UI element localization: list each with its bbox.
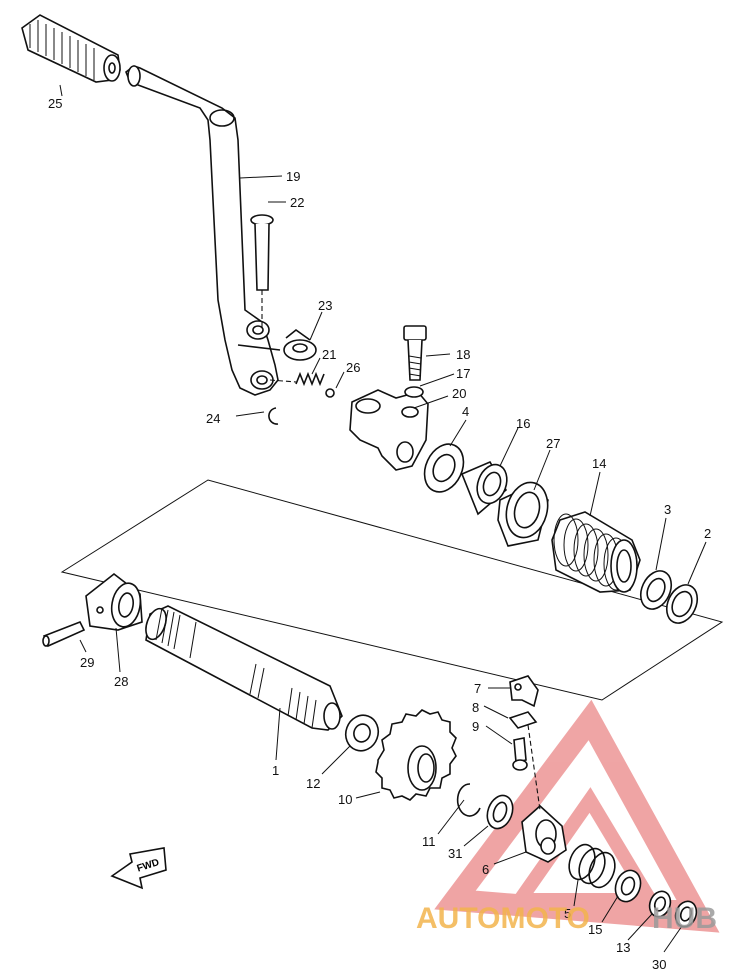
ratchet-guide <box>509 675 539 708</box>
pin-29 <box>42 620 86 648</box>
callout-31: 31 <box>448 846 462 861</box>
callout-19: 19 <box>286 169 300 184</box>
kick-gear <box>375 709 457 801</box>
ratchet-spring <box>568 843 616 889</box>
callout-21: 21 <box>322 347 336 362</box>
callout-22: 22 <box>290 195 304 210</box>
callout-labels: 25 19 22 23 21 26 18 17 20 24 4 16 27 14… <box>48 96 711 972</box>
kick-grip <box>21 14 121 83</box>
callout-17: 17 <box>456 366 470 381</box>
callout-18: 18 <box>456 347 470 362</box>
leader-lines <box>59 84 707 953</box>
callout-27: 27 <box>546 436 560 451</box>
kick-shaft <box>145 605 343 731</box>
detent-spring <box>269 371 325 387</box>
washer-15 <box>614 869 642 903</box>
callout-10: 10 <box>338 792 352 807</box>
callout-11: 11 <box>422 834 436 849</box>
callout-29: 29 <box>80 655 94 670</box>
svg-text:HUB: HUB <box>652 902 717 935</box>
callout-4: 4 <box>462 404 469 419</box>
fwd-arrow-icon: FWD <box>110 847 167 890</box>
callout-30: 30 <box>652 957 666 972</box>
callout-9: 9 <box>472 719 479 734</box>
washer-30 <box>674 900 698 928</box>
bolt-washer <box>404 386 424 398</box>
callout-25: 25 <box>48 96 62 111</box>
kick-boss <box>349 389 429 471</box>
lever-pin <box>250 214 274 330</box>
callout-26: 26 <box>346 360 360 375</box>
callout-24: 24 <box>206 411 220 426</box>
callout-14: 14 <box>592 456 606 471</box>
spring-cover-27 <box>497 481 549 547</box>
callout-28: 28 <box>114 674 128 689</box>
callout-1: 1 <box>272 763 279 778</box>
washer-23 <box>283 328 317 361</box>
callout-8: 8 <box>472 700 479 715</box>
callout-23: 23 <box>318 298 332 313</box>
bush-28 <box>85 572 143 631</box>
svg-text:AUTOMOTO: AUTOMOTO <box>416 902 590 935</box>
washer-3 <box>639 570 673 610</box>
clip-31 <box>486 794 514 830</box>
callout-16: 16 <box>516 416 530 431</box>
callout-5: 5 <box>564 906 571 921</box>
washer-2 <box>665 584 699 624</box>
circlip-13 <box>648 890 672 918</box>
callout-7: 7 <box>474 681 481 696</box>
callout-6: 6 <box>482 862 489 877</box>
detent-ball <box>325 388 335 398</box>
washer-12 <box>344 714 380 752</box>
callout-15: 15 <box>588 922 602 937</box>
guide-plate <box>508 711 538 729</box>
clamp-bolt <box>403 325 427 381</box>
callout-20: 20 <box>452 386 466 401</box>
watermark-text: AUTOMOTO HUB <box>416 902 717 935</box>
callout-13: 13 <box>616 940 630 955</box>
circlip-11 <box>456 783 481 817</box>
torsion-spring <box>551 511 641 593</box>
callout-12: 12 <box>306 776 320 791</box>
guide-bolt <box>512 724 541 811</box>
collar-16 <box>460 460 508 516</box>
circlip-24 <box>268 407 279 425</box>
assembly-outline <box>60 479 724 701</box>
washer-4 <box>423 443 465 493</box>
callout-2: 2 <box>704 526 711 541</box>
ratchet-6 <box>521 804 567 863</box>
callout-3: 3 <box>664 502 671 517</box>
